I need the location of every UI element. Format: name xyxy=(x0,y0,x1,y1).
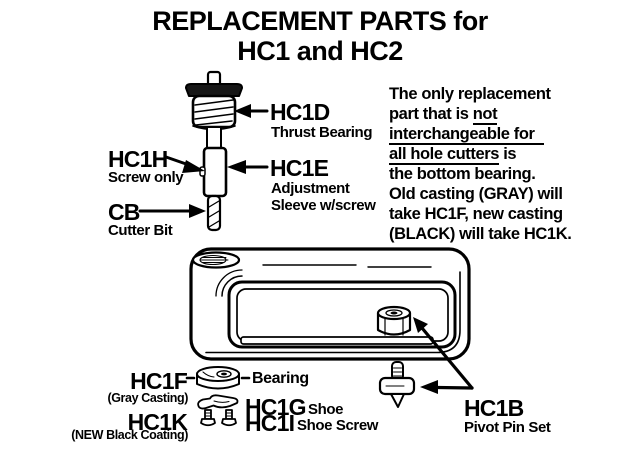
note-line-4: all hole cutters is xyxy=(389,145,517,165)
callout-hc1k-desc: (NEW Black Coating) xyxy=(71,428,188,442)
callout-hc1d-code: HC1D xyxy=(270,99,330,125)
hc1b-arrows xyxy=(413,317,474,394)
callout-bearing-label: Bearing xyxy=(252,370,309,387)
callout-cb-code: CB xyxy=(108,199,140,225)
thrust-bearing-flange xyxy=(185,83,243,97)
callout-hc1e-desc2: Sleeve w/screw xyxy=(271,197,376,214)
note-line-8: (BLACK) will take HC1K. xyxy=(389,225,572,243)
title-line-2: HC1 and HC2 xyxy=(237,36,403,66)
screw-shaft xyxy=(206,126,222,151)
callout-hc1i-code: HC1I xyxy=(245,410,295,436)
note-line-1: The only replacement xyxy=(389,85,551,103)
callout-hc1d-desc: Thrust Bearing xyxy=(271,124,373,141)
callout-hc1f-desc: (Gray Casting) xyxy=(107,391,188,405)
hc1h-arrow xyxy=(164,155,205,173)
callout-hc1k-code: HC1K xyxy=(127,409,188,435)
sleeve-set-screw xyxy=(199,166,206,177)
note-line-7: take HC1F, new casting xyxy=(389,205,563,223)
callout-hc1g-desc: Shoe xyxy=(308,401,344,418)
note-line-3: interchangeable for xyxy=(389,124,571,145)
screw-assembly-drawing xyxy=(185,70,243,232)
title-line-1: REPLACEMENT PARTS for xyxy=(152,6,488,36)
note-line-5: the bottom bearing. xyxy=(389,165,536,183)
shoe-drawing xyxy=(197,394,239,410)
callout-hc1h-code: HC1H xyxy=(108,146,168,172)
callout-hc1h-desc: Screw only xyxy=(108,169,184,186)
casting-nut xyxy=(376,305,412,336)
callout-cb-desc: Cutter Bit xyxy=(108,222,173,239)
adjustment-sleeve xyxy=(202,146,228,198)
page-title: REPLACEMENT PARTS for HC1 and HC2 xyxy=(0,6,624,66)
pivot-pin-drawing xyxy=(378,361,416,408)
hc1d-arrow xyxy=(234,104,269,118)
callout-hc1e-code: HC1E xyxy=(270,155,329,181)
casting-slot xyxy=(240,336,434,345)
callout-hc1i-desc: Shoe Screw xyxy=(297,417,379,434)
note-line-2: part that is not xyxy=(389,105,498,125)
cb-arrow xyxy=(138,204,206,218)
callout-hc1f-code: HC1F xyxy=(130,368,188,394)
bearing-drawing xyxy=(185,366,251,390)
note-line-6: Old casting (GRAY) will xyxy=(389,185,563,203)
callout-hc1b-code: HC1B xyxy=(464,395,524,421)
note-text: The only replacement part that is not in… xyxy=(389,84,572,244)
callout-hc1b-desc: Pivot Pin Set xyxy=(464,419,551,436)
shoe-screws-drawing xyxy=(200,409,237,427)
callout-hc1e-desc1: Adjustment xyxy=(271,180,350,197)
casting-drawing xyxy=(189,247,471,361)
hc1e-arrow xyxy=(227,160,269,174)
callout-hc1g-code: HC1G xyxy=(245,394,306,420)
